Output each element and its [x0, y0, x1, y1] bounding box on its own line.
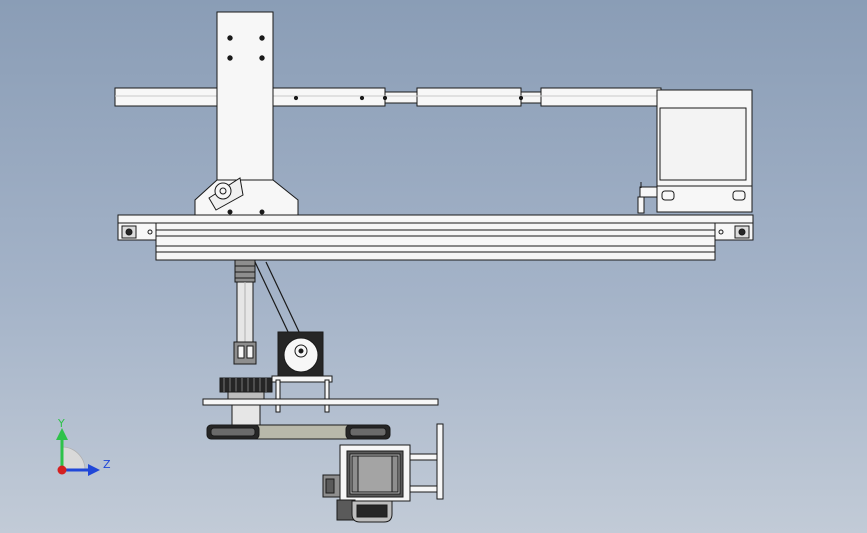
x-axis-dot: [57, 465, 67, 475]
spindle-assembly: [233, 259, 257, 365]
belt-arm: [206, 424, 391, 440]
drive-motor: [271, 331, 333, 383]
plate-bolts: [275, 379, 330, 413]
main-beam: [117, 214, 754, 261]
mounting-plate: [202, 398, 439, 406]
vertical-column: [194, 11, 299, 216]
y-axis-label: Y: [57, 417, 65, 430]
z-axis-label: Z: [103, 458, 111, 471]
diagonal-link: [254, 261, 302, 337]
coordinate-triad: Y Z: [56, 417, 111, 476]
triad-quadrant: [61, 446, 86, 471]
lower-hub: [231, 404, 261, 426]
top-shaft: [114, 87, 662, 107]
z-axis-arrowhead: [88, 464, 100, 476]
spur-gear: [219, 377, 273, 400]
right-housing: [637, 89, 753, 214]
y-axis-arrowhead: [56, 428, 68, 440]
wrist-motor: [322, 423, 444, 523]
